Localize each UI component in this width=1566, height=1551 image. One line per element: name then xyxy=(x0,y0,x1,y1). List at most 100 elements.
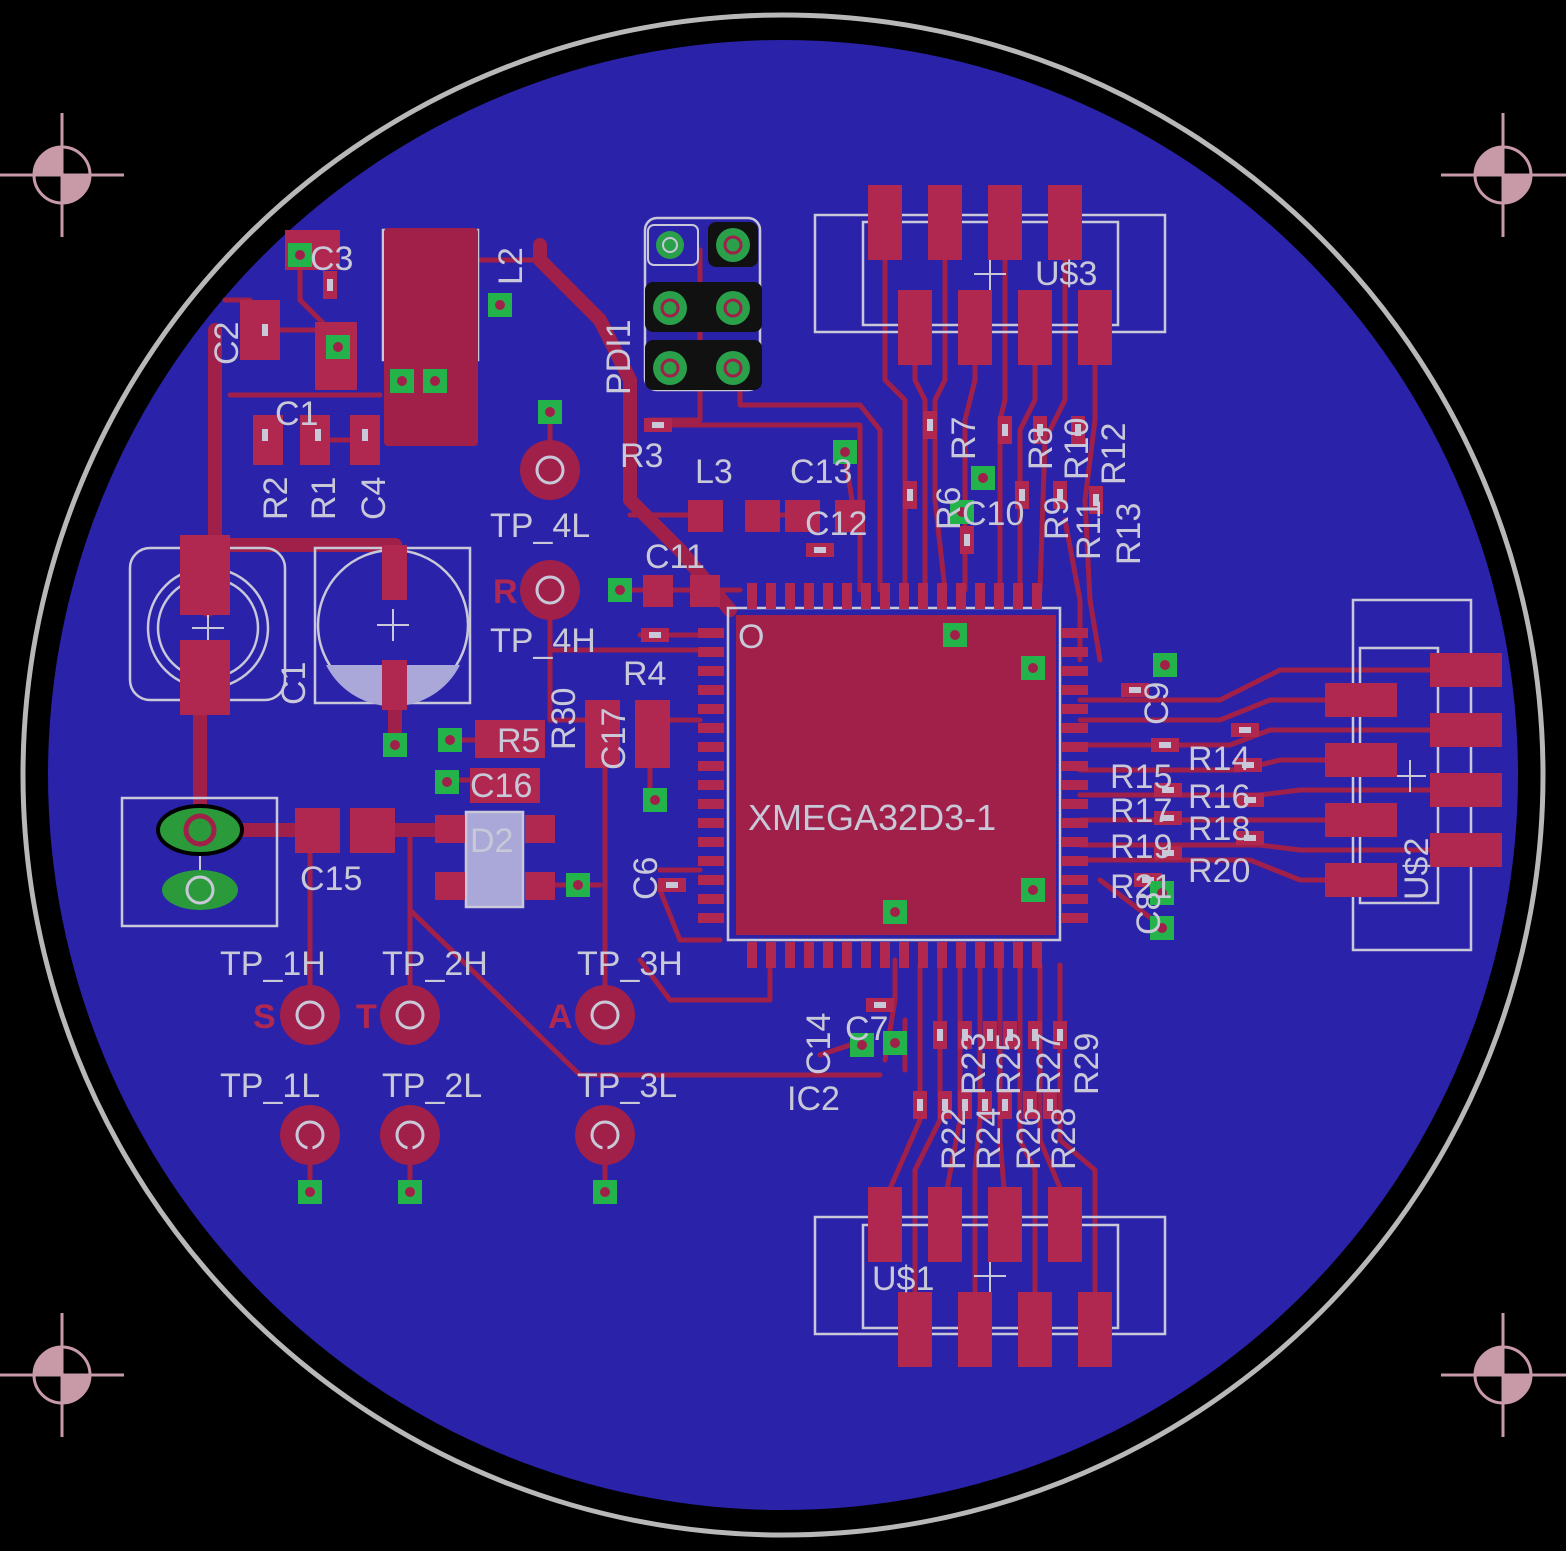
mcu-pin xyxy=(1062,742,1088,752)
label-R10: R10 xyxy=(1058,418,1096,480)
mcu-pin xyxy=(698,818,724,828)
mcu-pin xyxy=(766,942,776,968)
label-R20: R20 xyxy=(1188,852,1250,890)
mcu-pin xyxy=(823,942,833,968)
mcu-pin xyxy=(1062,799,1088,809)
marker-A: A xyxy=(548,998,573,1036)
label-C12: C12 xyxy=(805,505,867,543)
fiducial-top-right xyxy=(1441,113,1566,237)
label-TP_1L: TP_1L xyxy=(220,1067,320,1105)
fiducial-top-left xyxy=(0,113,124,237)
label-C1: C1 xyxy=(275,395,318,433)
label-C1b: C1 xyxy=(275,662,313,705)
mcu-pin xyxy=(698,856,724,866)
mcu-pin xyxy=(1062,913,1088,923)
label-R6: R6 xyxy=(930,487,968,530)
label-C9: C9 xyxy=(1138,682,1176,725)
mcu-pin xyxy=(1062,628,1088,638)
label-R29: R29 xyxy=(1068,1033,1106,1095)
label-TP_1H: TP_1H xyxy=(220,945,326,983)
label-TP_4L: TP_4L xyxy=(490,507,590,545)
label-O: O xyxy=(738,618,764,656)
tp-2h[interactable] xyxy=(380,985,440,1045)
label-D2: D2 xyxy=(470,822,513,860)
mcu-pin xyxy=(899,583,909,609)
mcu-pin xyxy=(747,942,757,968)
label-TP_2H: TP_2H xyxy=(382,945,488,983)
fiducial-bottom-left xyxy=(0,1313,124,1437)
label-R16: R16 xyxy=(1188,778,1250,816)
tp-4l[interactable] xyxy=(520,440,580,500)
mcu-pin xyxy=(1062,723,1088,733)
mcu-pin xyxy=(698,913,724,923)
label-L3: L3 xyxy=(695,453,733,491)
mcu-pin xyxy=(918,583,928,609)
label-R23: R23 xyxy=(955,1033,993,1095)
label-R3: R3 xyxy=(620,437,663,475)
mcu-pins[interactable] xyxy=(698,583,1088,968)
label-C15: C15 xyxy=(300,860,362,898)
label-R22: R22 xyxy=(935,1108,973,1170)
label-R27: R27 xyxy=(1030,1033,1068,1095)
label-C3: C3 xyxy=(310,240,353,278)
chip-label: XMEGA32D3-1 xyxy=(748,797,996,838)
pdi-header[interactable] xyxy=(645,222,762,390)
mcu-pin xyxy=(956,583,966,609)
mcu-pin xyxy=(804,583,814,609)
label-C11: C11 xyxy=(645,538,705,576)
label-C14: C14 xyxy=(800,1013,838,1075)
mcu-pin xyxy=(698,647,724,657)
mcu-pin xyxy=(994,583,1004,609)
mcu-pin xyxy=(994,942,1004,968)
pads xyxy=(180,185,1502,1367)
mcu-pin xyxy=(1062,704,1088,714)
mcu-pin xyxy=(880,583,890,609)
label-R30: R30 xyxy=(545,688,583,750)
mcu-pin xyxy=(1062,856,1088,866)
mcu-pin xyxy=(1062,894,1088,904)
tp-4h[interactable] xyxy=(520,560,580,620)
label-R4: R4 xyxy=(623,655,666,693)
label-C7: C7 xyxy=(845,1010,888,1048)
mcu-pin xyxy=(861,942,871,968)
label-R2: R2 xyxy=(257,477,295,520)
label-R12: R12 xyxy=(1095,423,1133,485)
label-R25: R25 xyxy=(990,1033,1028,1095)
label-R5: R5 xyxy=(497,722,540,760)
label-R8: R8 xyxy=(1022,427,1060,470)
marker-S: S xyxy=(253,998,276,1036)
mcu-pin xyxy=(804,942,814,968)
label-TP_3H: TP_3H xyxy=(577,945,683,983)
label-US2: U$2 xyxy=(1398,838,1436,900)
label-R13: R13 xyxy=(1110,503,1148,565)
mcu-pin xyxy=(698,685,724,695)
tp-1h[interactable] xyxy=(280,985,340,1045)
mcu-pin xyxy=(823,583,833,609)
board-edge xyxy=(20,12,1546,1538)
label-TP_3L: TP_3L xyxy=(577,1067,677,1105)
power-connector[interactable] xyxy=(156,804,244,910)
marker-T: T xyxy=(356,998,377,1036)
fiducial-bottom-right xyxy=(1441,1313,1566,1437)
mcu-pin xyxy=(975,583,985,609)
tp-3h[interactable] xyxy=(575,985,635,1045)
mcu-pin xyxy=(766,583,776,609)
label-C2: C2 xyxy=(208,322,246,365)
label-IC2: IC2 xyxy=(787,1080,840,1118)
label-R14: R14 xyxy=(1188,740,1250,778)
mcu-pin xyxy=(747,583,757,609)
label-R7: R7 xyxy=(945,417,983,460)
marker-R: R xyxy=(493,573,518,611)
label-C6: C6 xyxy=(627,857,665,900)
mcu-pin xyxy=(1032,942,1042,968)
mcu-pin xyxy=(1032,583,1042,609)
mcu-pin xyxy=(1062,780,1088,790)
mcu-pin xyxy=(698,799,724,809)
mcu-pin xyxy=(956,942,966,968)
mcu-pin xyxy=(785,583,795,609)
mcu-pin xyxy=(899,942,909,968)
test-points[interactable] xyxy=(280,440,635,1190)
mcu-pin xyxy=(785,942,795,968)
mcu-body xyxy=(736,615,1056,935)
